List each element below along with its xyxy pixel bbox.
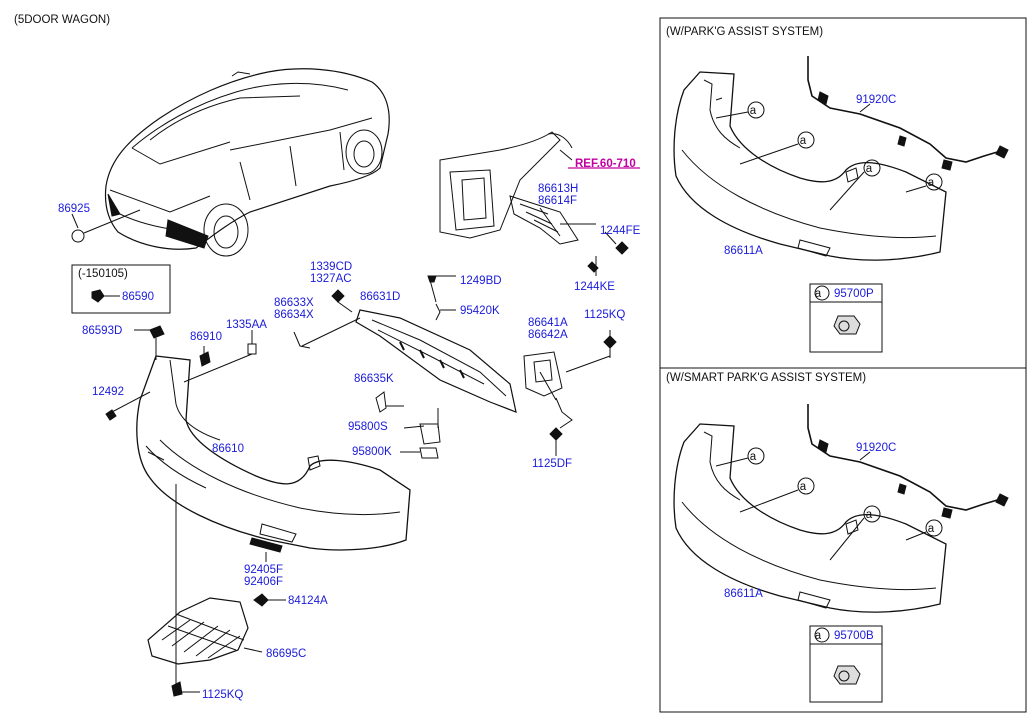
bumper-beam-illustration bbox=[355, 309, 517, 413]
part-label-12492: 12492 bbox=[92, 386, 124, 398]
panel2-callout-2: a bbox=[800, 481, 807, 493]
part-label-86642A: 86642A bbox=[528, 329, 568, 341]
panel2-harness-label: 91920C bbox=[856, 442, 896, 454]
panel2-callout-4: a bbox=[928, 523, 935, 535]
part-label-1327AC: 1327AC bbox=[310, 273, 352, 285]
panel2-bumper-illustration bbox=[673, 404, 1009, 613]
panel1-sensor-label: 95700P bbox=[834, 288, 874, 300]
part-label-92406F: 92406F bbox=[244, 576, 283, 588]
part-label-86641A: 86641A bbox=[528, 317, 568, 329]
quarter-panel-illustration bbox=[439, 131, 579, 245]
date-range-box bbox=[71, 264, 171, 314]
date-range-label: (-150105) bbox=[78, 268, 128, 280]
panel-smart-park-assist bbox=[659, 367, 1027, 713]
part-label-1335AA: 1335AA bbox=[226, 319, 267, 331]
rear-bumper-illustration bbox=[136, 355, 411, 551]
part-label-86613H: 86613H bbox=[538, 183, 578, 195]
wagon-car-illustration bbox=[71, 68, 390, 257]
part-label-86633X: 86633X bbox=[274, 297, 314, 309]
panel1-harness-label: 91920C bbox=[856, 94, 896, 106]
under-cover-illustration bbox=[147, 597, 249, 665]
part-label-86610: 86610 bbox=[212, 443, 244, 455]
part-label-1125KQ-bottom: 1125KQ bbox=[202, 689, 243, 701]
part-label-1244KE: 1244KE bbox=[574, 281, 615, 293]
panel2-title: (W/SMART PARK'G ASSIST SYSTEM) bbox=[666, 372, 866, 384]
panel1-callout-1: a bbox=[750, 105, 757, 117]
part-label-86635K: 86635K bbox=[354, 373, 394, 385]
panel2-bumper-label: 86611A bbox=[724, 588, 763, 600]
panel2-callout-3: a bbox=[866, 509, 873, 521]
part-label-1125KQ-top: 1125KQ bbox=[584, 309, 625, 321]
panel1-bumper-label: 86611A bbox=[724, 245, 763, 257]
panel2-sensor-box bbox=[809, 625, 883, 703]
panel1-callout-4: a bbox=[928, 177, 935, 189]
part-label-86593D: 86593D bbox=[82, 325, 122, 337]
part-label-86695C: 86695C bbox=[266, 648, 306, 660]
part-label-95420K: 95420K bbox=[460, 305, 500, 317]
part-label-1244FE: 1244FE bbox=[600, 225, 641, 237]
panel1-sensor-box bbox=[809, 283, 883, 353]
part-label-86925: 86925 bbox=[58, 203, 90, 215]
part-label-95800K: 95800K bbox=[352, 446, 392, 458]
panel1-callout-2: a bbox=[800, 135, 807, 147]
diagram-title: (5DOOR WAGON) bbox=[14, 14, 110, 26]
part-label-92405F: 92405F bbox=[244, 564, 283, 576]
part-label-86634X: 86634X bbox=[274, 309, 314, 321]
part-label-86910: 86910 bbox=[190, 331, 222, 343]
panel2-sensor-label: 95700B bbox=[834, 630, 874, 642]
part-label-95800S: 95800S bbox=[348, 421, 388, 433]
part-label-1249BD: 1249BD bbox=[460, 275, 502, 287]
panel1-title: (W/PARK'G ASSIST SYSTEM) bbox=[666, 26, 823, 38]
panel1-callout-3: a bbox=[866, 163, 873, 175]
reference-link[interactable]: REF.60-710 bbox=[575, 158, 636, 170]
panel2-callout-1: a bbox=[750, 451, 757, 463]
part-label-86631D: 86631D bbox=[360, 291, 400, 303]
panel1-sensor-ref: a bbox=[815, 288, 822, 300]
part-label-1339CD: 1339CD bbox=[310, 261, 352, 273]
panel1-bumper-illustration bbox=[673, 56, 1009, 261]
part-label-86590: 86590 bbox=[122, 291, 154, 303]
part-label-84124A: 84124A bbox=[288, 595, 328, 607]
panel2-sensor-ref: a bbox=[815, 630, 822, 642]
part-label-1125DF: 1125DF bbox=[532, 458, 572, 470]
part-label-86614F: 86614F bbox=[538, 195, 577, 207]
